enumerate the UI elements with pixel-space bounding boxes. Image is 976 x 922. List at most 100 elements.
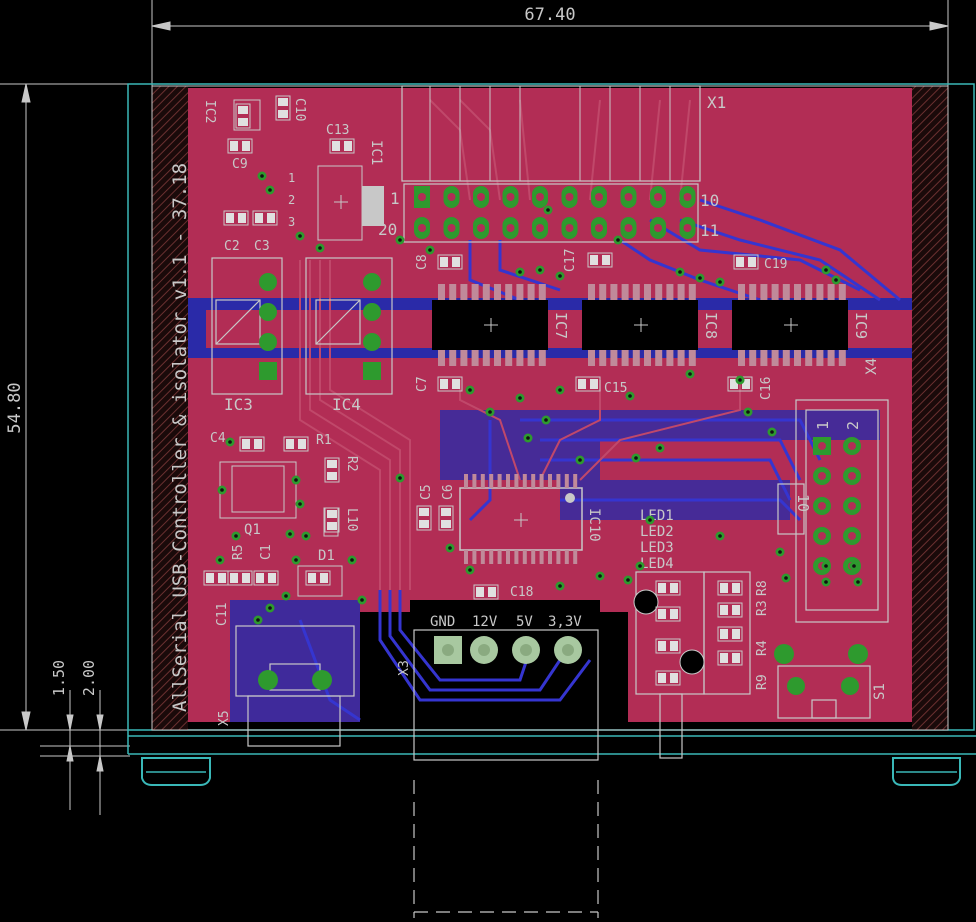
smd-part [655, 638, 681, 654]
x4-pin2-label: 2 [844, 421, 862, 430]
soic-pin [794, 284, 801, 300]
led-block [635, 571, 751, 759]
soic-pin [610, 350, 618, 366]
soic-pin [749, 284, 757, 300]
label-r1: R1 [316, 433, 332, 448]
soic-pin [838, 350, 846, 366]
x5-label: X5 [217, 710, 232, 726]
soic-pin [599, 284, 607, 300]
via [715, 531, 725, 541]
smd-part [587, 252, 613, 268]
label-r2: R2 [344, 456, 359, 472]
via [395, 235, 405, 245]
label-c4: C4 [210, 431, 226, 446]
ic10-pin [573, 474, 578, 488]
smd-part [324, 457, 340, 483]
soic-pin [449, 284, 457, 300]
ic1-pin3: 3 [288, 215, 295, 229]
via [523, 433, 533, 443]
smd-part [305, 570, 331, 586]
s1-pad-1 [774, 644, 794, 664]
via [295, 499, 305, 509]
x1-pin10-label: 10 [700, 191, 719, 210]
via [265, 603, 275, 613]
via [555, 271, 565, 281]
ic2-package [233, 99, 261, 131]
via [675, 267, 685, 277]
ic10-package [459, 487, 583, 551]
label-c15: C15 [604, 381, 627, 396]
x3-pads [434, 636, 582, 664]
label-c13: C13 [326, 123, 349, 138]
label-r4: R4 [755, 640, 770, 656]
via [291, 475, 301, 485]
via [291, 555, 301, 565]
soic-pin [771, 284, 779, 300]
via [695, 273, 705, 283]
soic-pin [805, 350, 813, 366]
smd-part [437, 376, 463, 392]
smd-part [223, 210, 249, 226]
soic-pin [816, 284, 824, 300]
led4-label: LED4 [640, 556, 674, 572]
dimension-width [151, 0, 949, 86]
label-c8: C8 [415, 254, 430, 270]
via [357, 595, 367, 605]
smd-passives [203, 95, 759, 686]
smd-part [329, 138, 355, 154]
ic10-pin [497, 474, 502, 488]
x4-pad [813, 497, 831, 515]
x1-pad [473, 217, 489, 239]
label-c1: C1 [259, 544, 274, 560]
x1-pad [650, 217, 666, 239]
q1-label: Q1 [244, 522, 261, 538]
x5-pad-left [258, 670, 278, 690]
via [485, 407, 495, 417]
ic3-outline [211, 257, 283, 395]
soic-pin [588, 350, 595, 366]
ic8-label: IC8 [702, 312, 720, 339]
x1-pad [591, 217, 607, 239]
ic8-package [582, 300, 698, 350]
soic-pin [794, 350, 801, 366]
label-r8: R8 [755, 580, 770, 596]
x1-label: X1 [707, 93, 726, 112]
x1-pin11-label: 11 [700, 221, 719, 240]
ic10-pin [514, 550, 519, 564]
ic10-pin [497, 550, 502, 564]
x1-pad [532, 217, 548, 239]
via [301, 531, 311, 541]
soic-pin [827, 284, 835, 300]
ic9-package [732, 300, 848, 350]
smd-part [717, 650, 743, 666]
ic2-label: IC2 [202, 100, 217, 123]
via [465, 565, 475, 575]
via [685, 369, 695, 379]
soic-pin [738, 350, 745, 366]
x4-pad [843, 437, 861, 455]
ic10-pin [480, 474, 485, 488]
soic-pin [505, 350, 513, 366]
via [595, 571, 605, 581]
soic-pin [505, 284, 513, 300]
via [225, 437, 235, 447]
ic10-pin [539, 474, 544, 488]
ic10-pin [464, 550, 468, 564]
soic-pin [632, 350, 640, 366]
ic10-pin [531, 550, 536, 564]
ic10-pin [539, 550, 544, 564]
via [821, 265, 831, 275]
top-copper-pour [188, 88, 912, 722]
x1-pin1-label: 1 [390, 189, 400, 208]
x4-pad [813, 467, 831, 485]
ic10-pin [472, 474, 477, 488]
label-c7: C7 [415, 376, 430, 392]
smd-part [227, 138, 253, 154]
soic-pin [760, 350, 768, 366]
label-c6: C6 [441, 484, 456, 500]
ic4-outline [305, 257, 393, 395]
via [541, 415, 551, 425]
soic-pin [838, 284, 846, 300]
dcdc-pads [259, 273, 381, 380]
soic-pin [738, 284, 745, 300]
